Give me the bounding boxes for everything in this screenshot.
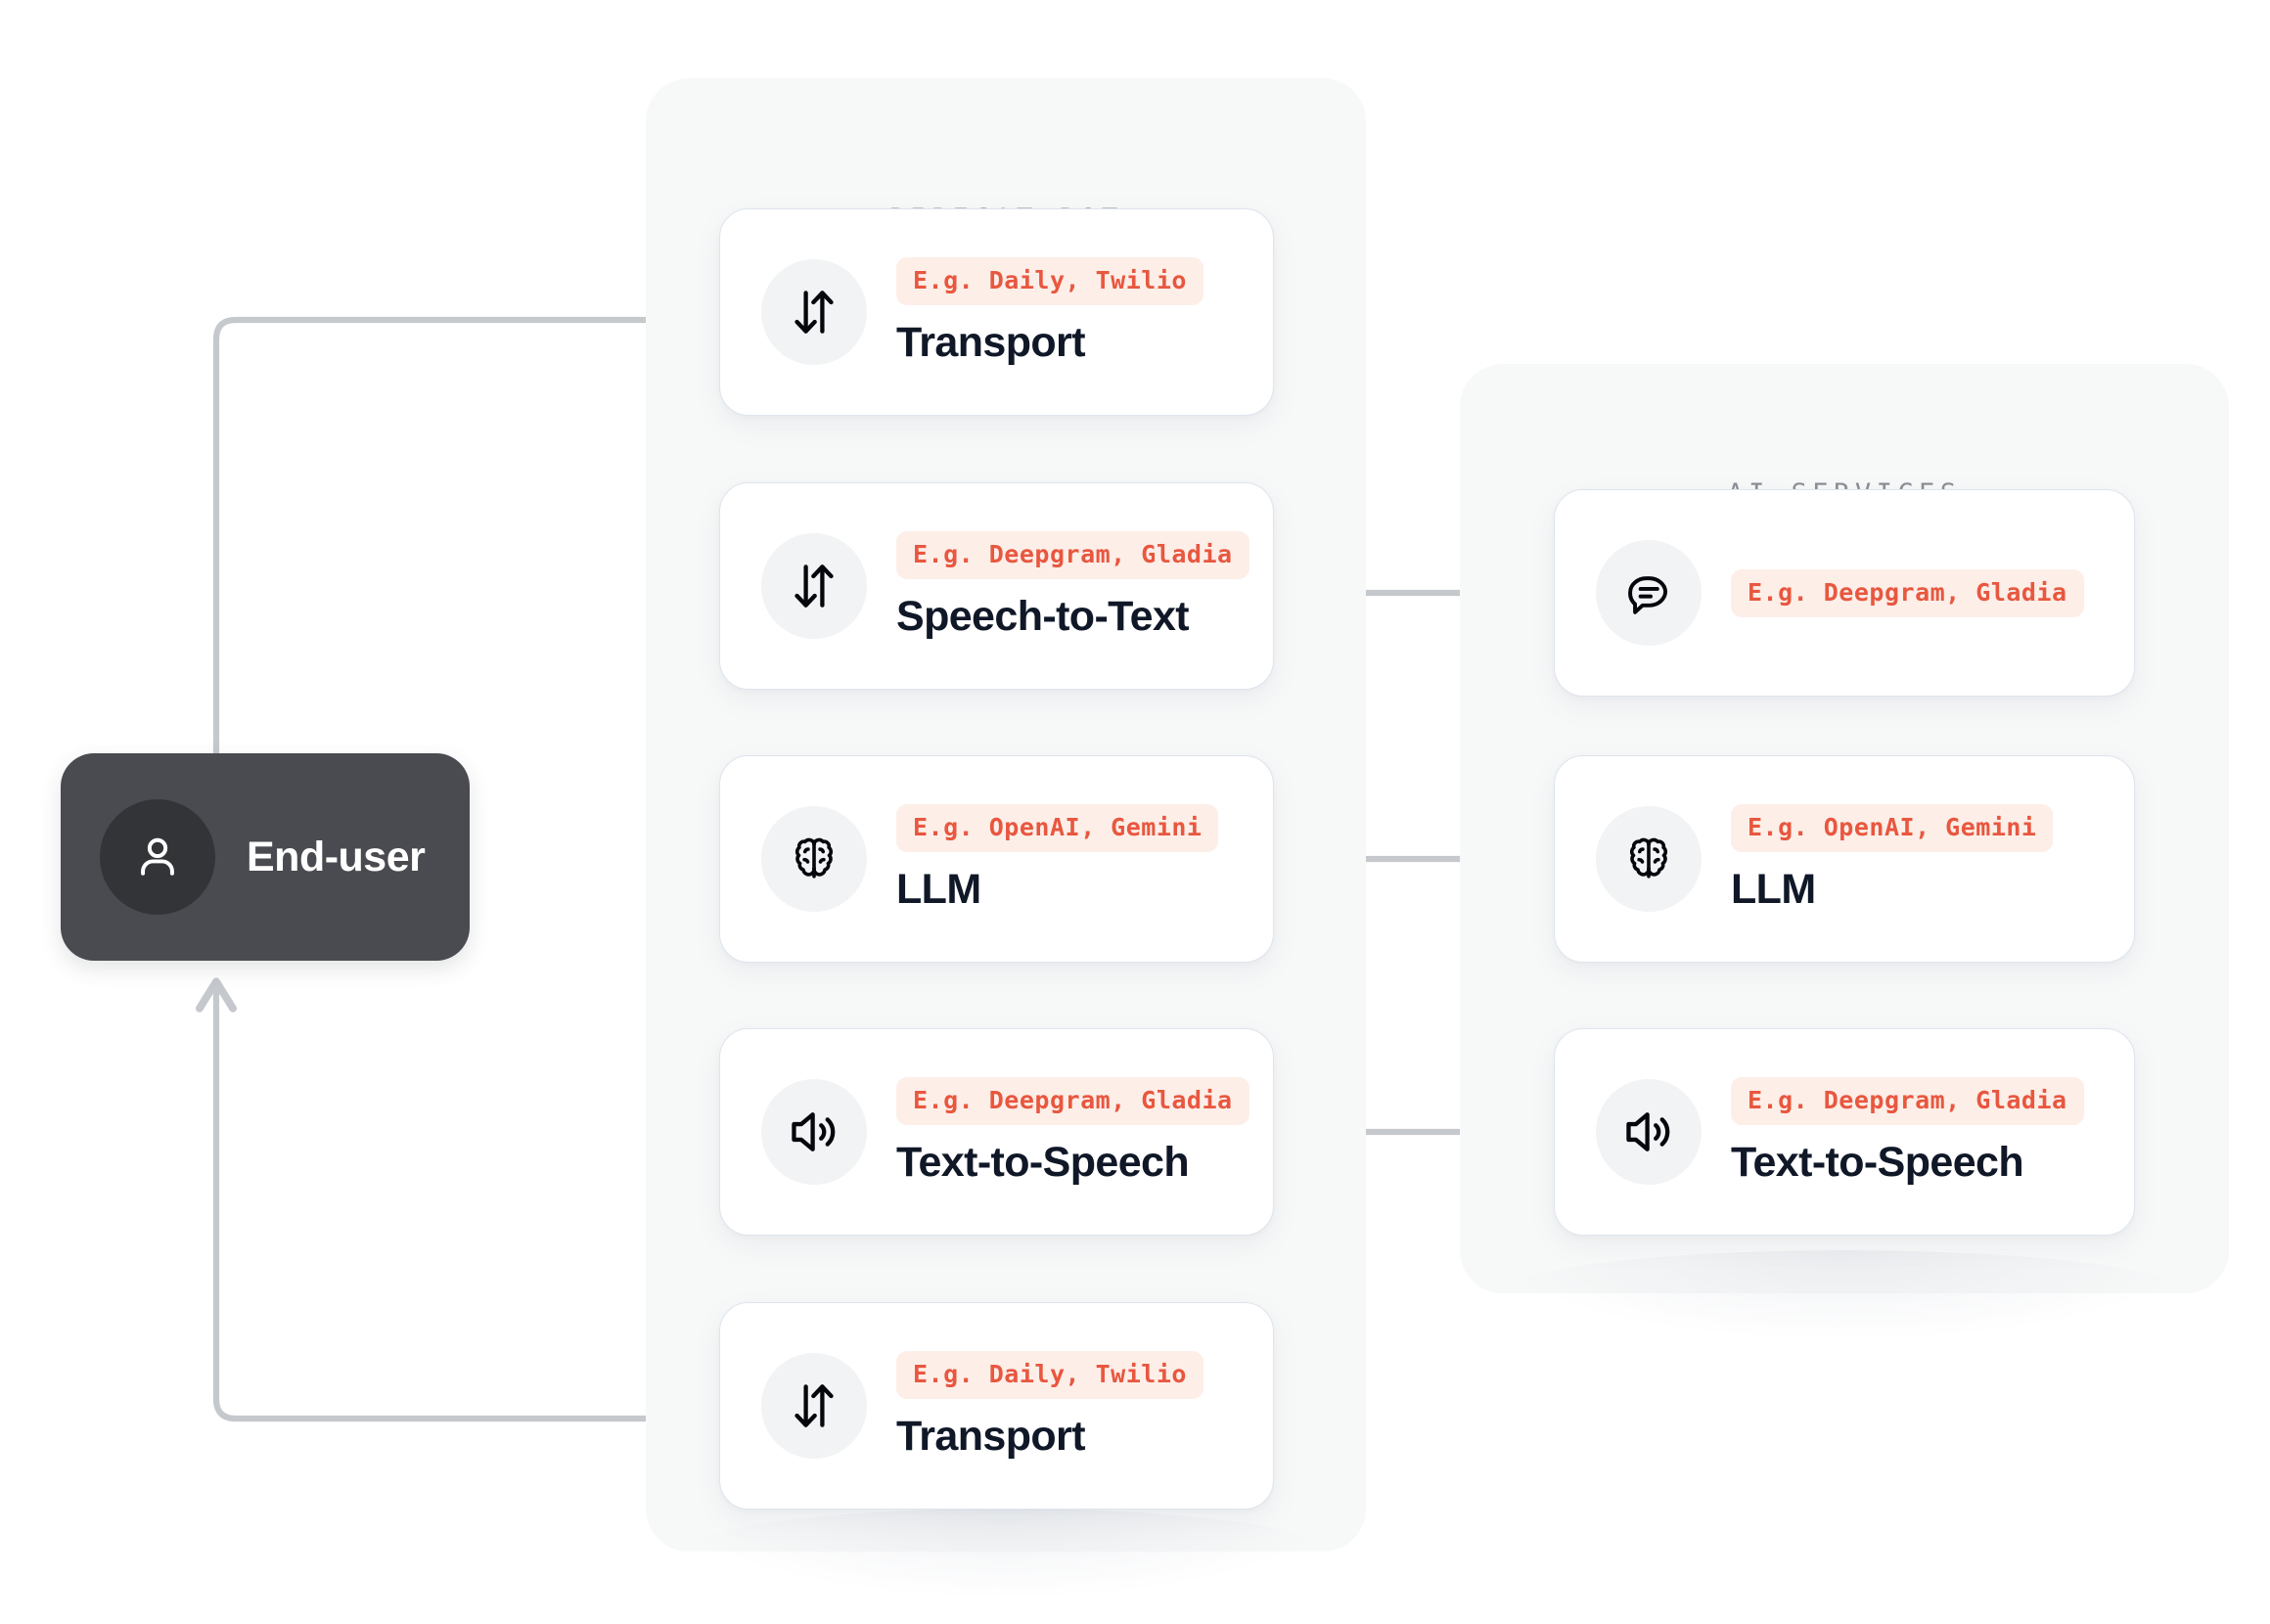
brain-icon <box>1629 837 1668 879</box>
card-ai-speech-to-text[interactable]: E.g. Deepgram, Gladia <box>1554 489 2135 697</box>
transfer-arrows-icon <box>794 564 834 608</box>
card-title: Speech-to-Text <box>896 593 1190 641</box>
card-speech-to-text[interactable]: E.g. Deepgram, Gladia Speech-to-Text <box>719 482 1274 690</box>
badge-example-providers: E.g. Deepgram, Gladia <box>1731 1077 2084 1126</box>
avatar <box>100 799 215 915</box>
card-ai-llm[interactable]: E.g. OpenAI, Gemini LLM <box>1554 755 2135 963</box>
card-body: E.g. OpenAI, Gemini LLM <box>1731 804 2054 914</box>
card-transport-in[interactable]: E.g. Daily, Twilio Transport <box>719 208 1274 416</box>
card-title: LLM <box>1731 866 1816 914</box>
card-ai-text-to-speech[interactable]: E.g. Deepgram, Gladia Text-to-Speech <box>1554 1028 2135 1236</box>
node-end-user[interactable]: End-user <box>61 753 470 961</box>
icon-wrap <box>761 259 867 365</box>
icon-wrap <box>761 806 867 912</box>
transfer-arrows-icon <box>794 291 834 334</box>
person-icon <box>141 837 174 876</box>
speaker-icon <box>1626 1112 1670 1151</box>
badge-example-providers: E.g. Daily, Twilio <box>896 257 1203 306</box>
card-body: E.g. Daily, Twilio Transport <box>896 1351 1203 1460</box>
badge-example-providers: E.g. Deepgram, Gladia <box>1731 568 2084 617</box>
card-title: Transport <box>896 319 1086 367</box>
badge-example-providers: E.g. OpenAI, Gemini <box>896 804 1219 853</box>
card-title: LLM <box>896 866 981 914</box>
brain-icon <box>794 837 834 879</box>
card-llm[interactable]: E.g. OpenAI, Gemini LLM <box>719 755 1274 963</box>
card-title: Text-to-Speech <box>1731 1139 2024 1187</box>
icon-wrap <box>761 533 867 639</box>
card-body: E.g. OpenAI, Gemini LLM <box>896 804 1219 914</box>
icon-wrap <box>761 1353 867 1459</box>
card-body: E.g. Daily, Twilio Transport <box>896 257 1203 366</box>
speaker-icon <box>792 1112 836 1151</box>
card-body: E.g. Deepgram, Gladia Text-to-Speech <box>1731 1077 2084 1186</box>
wire-enduser-to-transport-in <box>212 298 702 757</box>
badge-example-providers: E.g. Daily, Twilio <box>896 1351 1203 1400</box>
card-body: E.g. Deepgram, Gladia Speech-to-Text <box>896 531 1249 640</box>
icon-wrap <box>1596 1079 1702 1185</box>
speech-bubble-icon <box>1628 576 1668 614</box>
card-title: Text-to-Speech <box>896 1139 1190 1187</box>
transfer-arrows-icon <box>794 1384 834 1427</box>
icon-wrap <box>761 1079 867 1185</box>
card-transport-out[interactable]: E.g. Daily, Twilio Transport <box>719 1302 1274 1510</box>
badge-example-providers: E.g. Deepgram, Gladia <box>896 531 1249 580</box>
card-title: Transport <box>896 1413 1086 1461</box>
card-text-to-speech[interactable]: E.g. Deepgram, Gladia Text-to-Speech <box>719 1028 1274 1236</box>
icon-wrap <box>1596 806 1702 912</box>
icon-wrap <box>1596 540 1702 646</box>
card-body: E.g. Deepgram, Gladia <box>1731 568 2084 617</box>
wire-transport-out-to-enduser <box>195 977 723 1422</box>
badge-example-providers: E.g. Deepgram, Gladia <box>896 1077 1249 1126</box>
card-body: E.g. Deepgram, Gladia Text-to-Speech <box>896 1077 1249 1186</box>
badge-example-providers: E.g. OpenAI, Gemini <box>1731 804 2054 853</box>
node-end-user-label: End-user <box>247 833 426 880</box>
